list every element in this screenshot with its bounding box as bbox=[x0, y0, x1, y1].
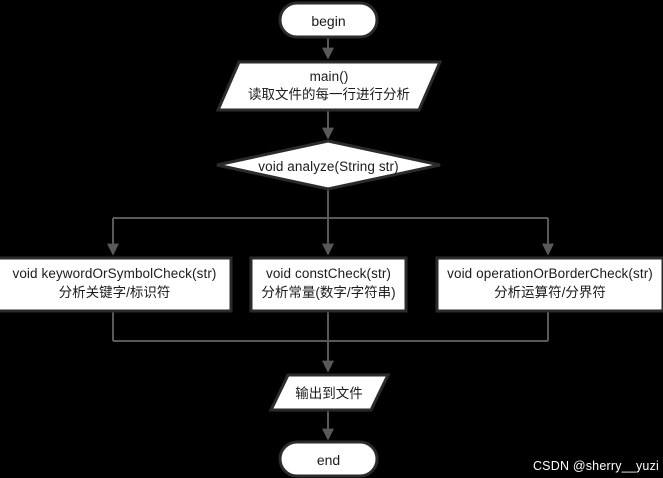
node-operation-check-shape bbox=[435, 256, 663, 313]
node-analyze-shape bbox=[216, 139, 441, 191]
node-output-shape bbox=[268, 373, 391, 412]
node-begin-shape bbox=[278, 1, 379, 39]
node-const-check-shape bbox=[249, 256, 408, 313]
node-end-shape bbox=[278, 440, 379, 478]
node-main-shape bbox=[215, 60, 443, 112]
node-keyword-check-shape bbox=[0, 256, 233, 313]
csdn-watermark: CSDN @sherry__yuzi bbox=[532, 459, 659, 473]
